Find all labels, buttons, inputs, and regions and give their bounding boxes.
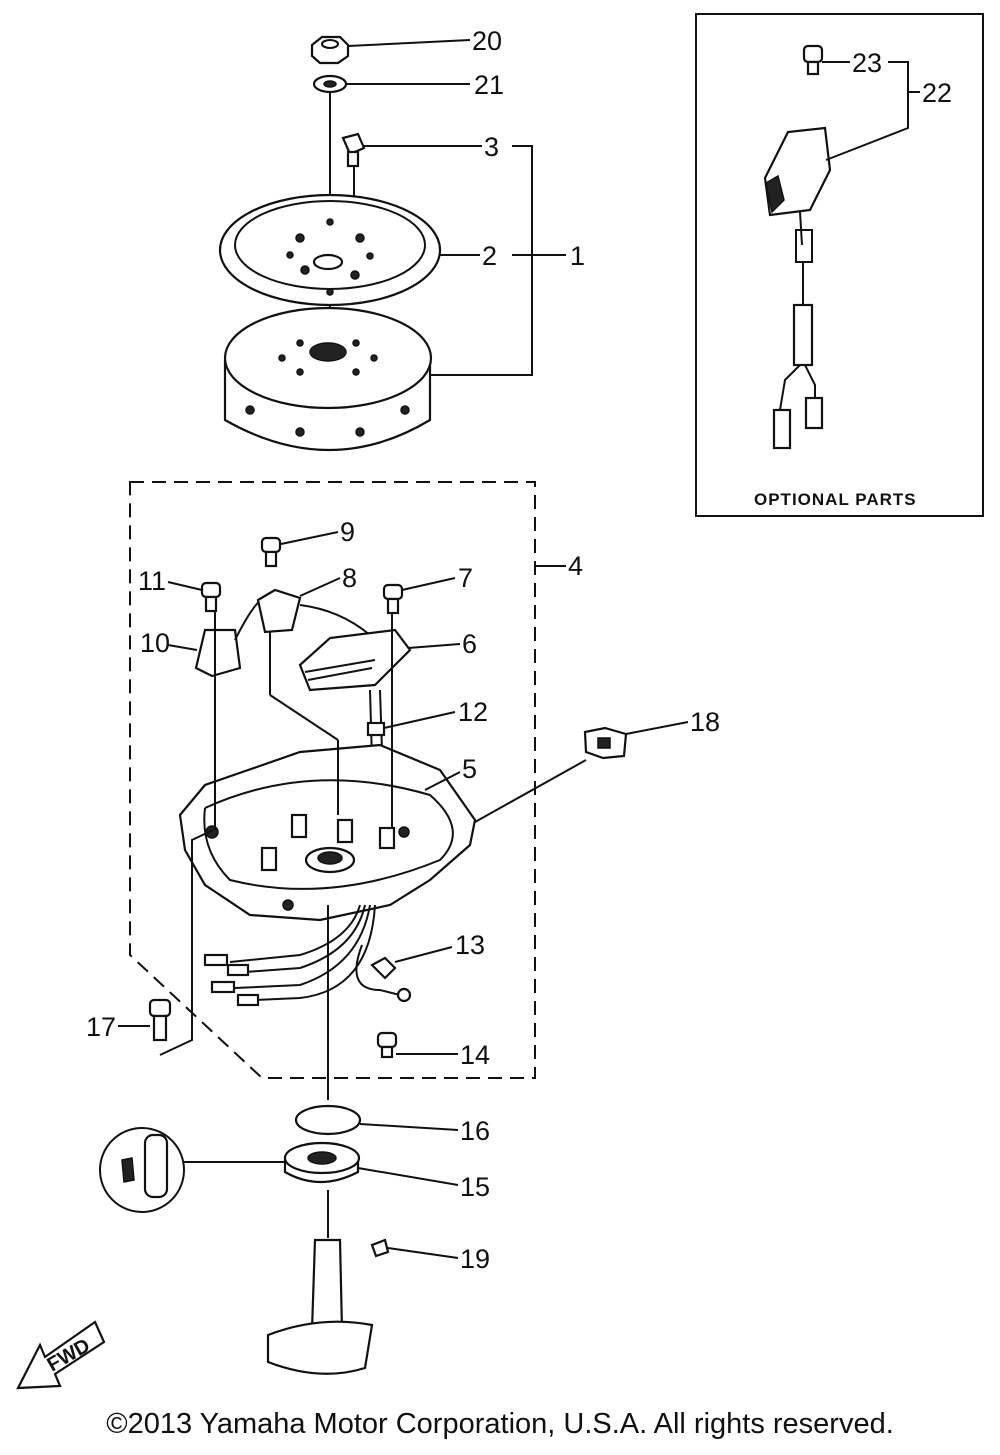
callout-21: 21 [474,70,504,100]
callout-22: 22 [922,78,952,108]
stator-base-5[interactable] [178,743,477,922]
optional-parts-label: OPTIONAL PARTS [754,490,917,509]
bearing-15[interactable] [283,1141,361,1183]
callout-6: 6 [462,629,477,659]
flywheel-1[interactable] [223,306,433,452]
bolt-3[interactable] [341,132,366,168]
nut-20[interactable] [310,35,350,65]
fwd-arrow-icon: FWD [16,1320,106,1390]
callout-3: 3 [484,132,499,162]
washer-21[interactable] [312,74,348,94]
bolt-17[interactable] [148,998,172,1042]
screw-23[interactable] [802,44,824,76]
key-19[interactable] [370,1238,390,1258]
callout-14: 14 [460,1040,490,1070]
callout-19: 19 [460,1244,490,1274]
screw-11[interactable] [200,581,222,613]
stator-assembly: 4 9 11 10 8 [129,481,583,1079]
crankshaft [266,1190,374,1375]
flywheel-assembly: 20 21 3 2 1 [218,26,585,452]
callout-11: 11 [138,566,166,596]
screw-9[interactable] [260,536,282,568]
flywheel-cover-2[interactable] [218,193,442,307]
callout-5: 5 [462,754,477,784]
screw-7[interactable] [382,583,404,615]
optional-parts-box: 23 22 OPTIONAL PARTS [695,13,984,517]
screw-14[interactable] [376,1031,398,1059]
callout-13: 13 [455,930,485,960]
charge-coil-8[interactable] [256,588,371,636]
lead-wires [203,904,401,1007]
callout-2: 2 [482,241,497,271]
callout-23: 23 [852,48,882,78]
copyright-footer: ©2013 Yamaha Motor Corporation, U.S.A. A… [106,1408,894,1440]
callout-12: 12 [458,697,488,727]
harness-22[interactable] [763,126,832,450]
callout-8: 8 [342,563,357,593]
callout-18: 18 [690,707,720,737]
callout-15: 15 [460,1172,490,1202]
callout-16: 16 [460,1116,490,1146]
callout-4: 4 [568,551,583,581]
o-ring-16[interactable] [294,1104,362,1136]
callout-1: 1 [570,241,585,271]
clamp-12[interactable] [366,721,386,737]
cover-18[interactable] [583,726,628,760]
terminal-13[interactable] [370,956,412,1003]
callout-9: 9 [340,517,355,547]
callout-20: 20 [472,26,502,56]
detail-circle [99,1127,285,1213]
callout-10: 10 [140,628,170,658]
callout-7: 7 [458,563,473,593]
callout-17: 17 [86,1012,116,1042]
